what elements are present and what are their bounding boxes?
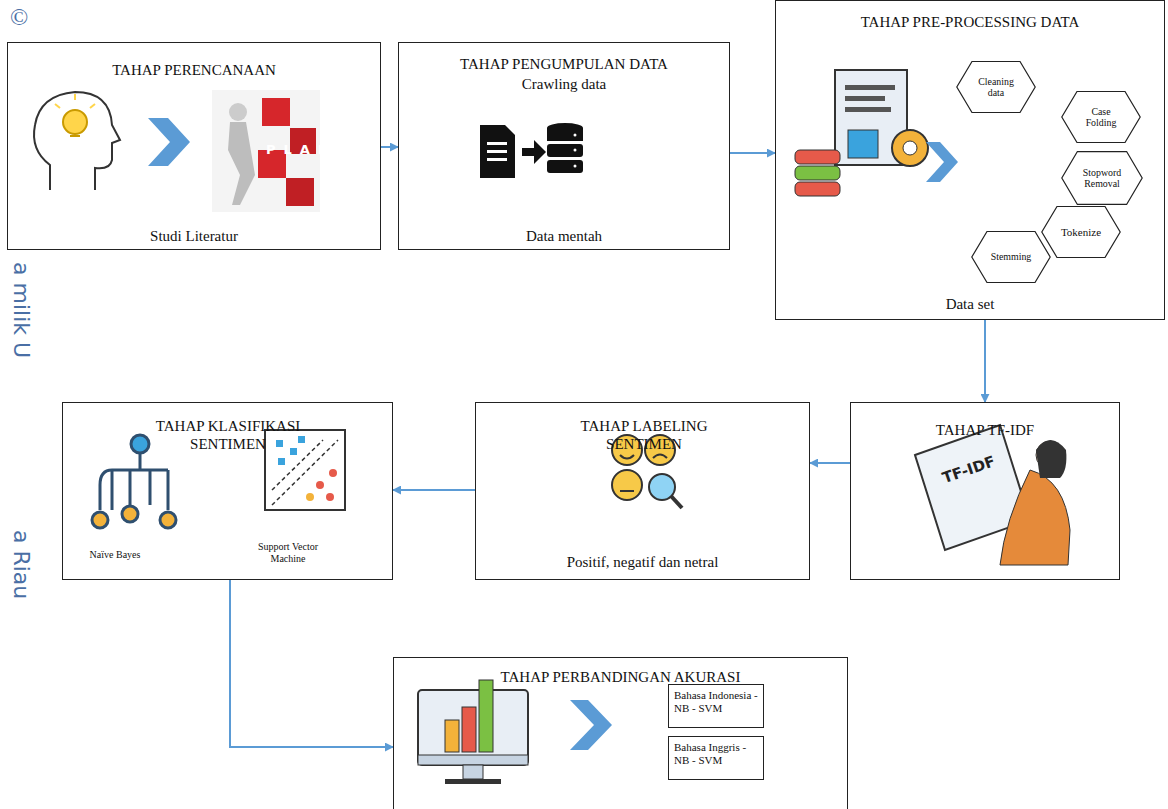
step-label: Stopword Removal [1061,167,1143,190]
watermark: a Riau [9,530,34,599]
stage-title: TAHAP PERENCANAAN [12,61,376,79]
stage-text: Data set [780,295,1160,313]
result-box: Bahasa Indonesia - NB - SVM [668,684,764,728]
stage-box: TAHAP PRE-PROCESSING DATA Data set Cleanin… [775,0,1165,320]
document-gear-icon [795,70,928,196]
process-hexagon: Stopword Removal [1061,151,1143,205]
flow-arrow [984,320,986,402]
result-text: Bahasa Inggris - NB - SVM [674,741,758,767]
flow-arrow [381,146,398,148]
step-label: Case Folding [1061,106,1141,129]
stage-text: Support Vector Machine [243,541,333,565]
stage-text: Naïve Bayes [65,549,165,561]
hexagon-text-holder: Stemming [971,231,1051,283]
stage-box: TAHAP LABELING SENTIMEN Positif, negatif … [475,402,810,580]
stage-title: TAHAP PRE-PROCESSING DATA [780,13,1160,31]
watermark: © [10,4,28,31]
document-to-database-icon [480,123,583,178]
watermark: a milik U [9,262,34,358]
step-label: Stemming [975,251,1048,262]
chevron [570,700,612,750]
stage-text: Crawling data [403,75,725,93]
stage-box: TAHAP TF-IDF [850,402,1120,580]
stage-text: Data mentah [403,227,725,245]
stage-title: TAHAP LABELING SENTIMEN [544,417,744,453]
flow-arrow [230,580,393,747]
stage-box: TAHAP PENGUMPULAN DATA Crawling dataData … [398,42,730,250]
tfidf-illustration [915,425,1070,565]
process-hexagon: Stemming [971,231,1051,283]
process-hexagon: Cleaning data [956,61,1036,113]
process-hexagon: Case Folding [1061,91,1141,143]
flow-arrow [810,462,850,464]
hexagon-text-holder: Stopword Removal [1061,151,1143,205]
stage-title: TAHAP PERBANDINGAN AKURASI [398,668,843,686]
result-text: Bahasa Indonesia - NB - SVM [674,689,758,715]
step-label: Cleaning data [956,76,1036,99]
flow-arrow [730,152,775,154]
stage-box: TAHAP KLASIFIKASI SENTIMEN Naïve Bayes Sup… [62,402,393,580]
process-hexagon: Tokenize [1041,206,1121,258]
result-box: Bahasa Inggris - NB - SVM [668,736,764,780]
stage-text: Studi Literatur [12,227,376,245]
chevron [148,118,190,166]
head-idea-icon [34,92,120,190]
monitor-chart-icon [418,680,528,784]
stage-title: TAHAP KLASIFIKASI SENTIMEN [128,417,328,453]
hexagon-text-holder: Case Folding [1061,91,1141,143]
stage-box: TAHAP PERBANDINGAN AKURASI Bahasa Indones… [393,657,848,809]
svm-scatter-icon [265,430,345,510]
stage-text: Positif, negatif dan netral [480,553,805,571]
tree-icon [92,435,176,528]
stage-title: TAHAP TF-IDF [855,421,1115,439]
flow-arrow [393,489,475,491]
chevron [926,142,958,182]
step-label: Tokenize [1045,226,1117,239]
stage-title: TAHAP PENGUMPULAN DATA [403,55,725,73]
plan-letters: PLAN [266,142,337,157]
hexagon-text-holder: Cleaning data [956,61,1036,113]
hexagon-text-holder: Tokenize [1041,206,1121,258]
